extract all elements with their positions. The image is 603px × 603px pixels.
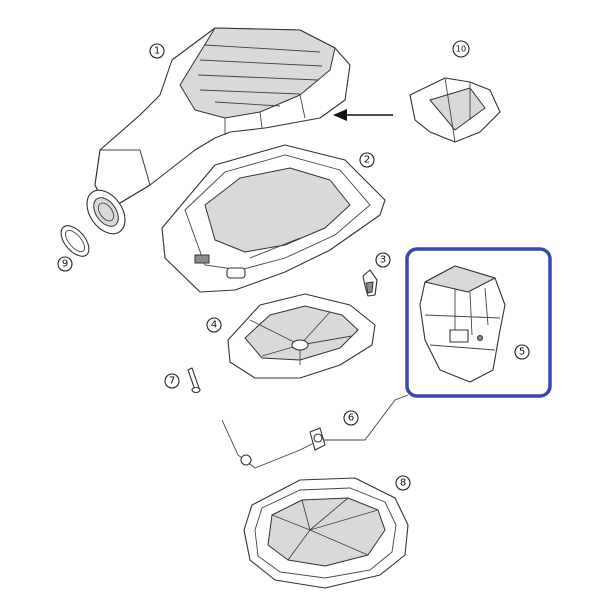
callout-1: 1 <box>149 43 165 59</box>
part-7-pin[interactable] <box>187 367 201 394</box>
callout-1-label: 1 <box>154 46 160 57</box>
part-10-clip-adapter[interactable] <box>409 77 501 143</box>
callout-8: 8 <box>395 475 411 491</box>
callout-6-label: 6 <box>348 413 354 424</box>
callout-5-label: 5 <box>519 347 525 358</box>
callout-2-label: 2 <box>364 155 370 166</box>
callout-2: 2 <box>359 152 375 168</box>
part-9-gasket-ring[interactable] <box>56 221 94 261</box>
part-4-base-tray[interactable] <box>227 293 376 379</box>
callout-3-label: 3 <box>380 255 386 266</box>
callout-9-label: 9 <box>62 259 68 270</box>
part-1-inlet-duct[interactable] <box>79 27 351 241</box>
part-3-small-clip[interactable] <box>362 269 378 297</box>
callout-8-label: 8 <box>400 478 406 489</box>
part-6-spray-arm[interactable] <box>221 394 409 469</box>
assembly-arrow <box>333 109 393 121</box>
callout-5: 5 <box>514 344 530 360</box>
callout-7: 7 <box>164 373 180 389</box>
callout-10-label: 10 <box>456 45 466 54</box>
callout-7-label: 7 <box>169 376 175 387</box>
callout-3: 3 <box>375 252 391 268</box>
callout-6: 6 <box>343 410 359 426</box>
callout-9: 9 <box>57 256 73 272</box>
part-8-basin[interactable] <box>243 477 409 589</box>
highlight-frame <box>405 247 552 398</box>
callout-4: 4 <box>206 317 222 333</box>
part-5-dispenser[interactable] <box>419 265 506 383</box>
part-2-lid-plate[interactable] <box>161 144 386 293</box>
callout-10: 10 <box>452 40 470 58</box>
callout-4-label: 4 <box>211 320 217 331</box>
